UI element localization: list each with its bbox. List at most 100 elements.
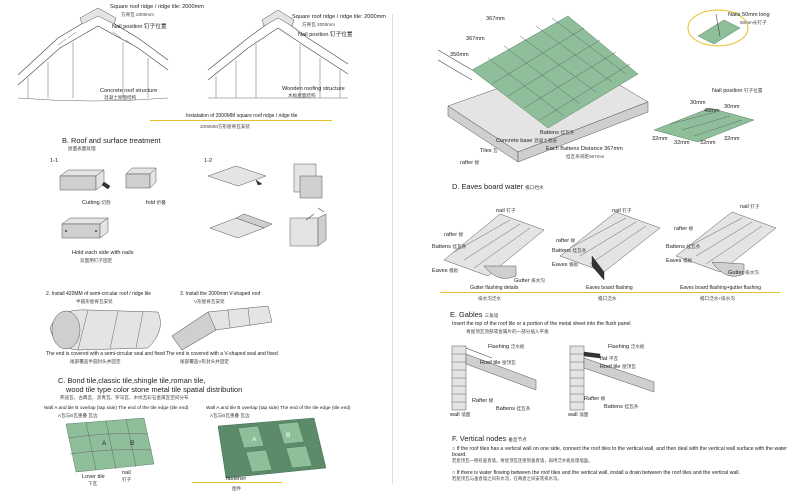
section-d-title: D. Eaves board water 檐口挡水	[452, 182, 544, 191]
end-3-label-zh: 尾部覆盖V形封头并固定	[180, 359, 230, 364]
end-2-label: The end is covered with a semi-circular …	[46, 351, 165, 357]
section-b-title: B. Roof and surface treatment	[62, 136, 161, 145]
gable-left-drawing	[451, 345, 537, 411]
ridge-left-nail: Nail position 钉子位置	[112, 24, 167, 30]
ridge-right-label: Square roof ridge / ridge tile: 2000mm	[292, 14, 386, 20]
ridge-wood-drawing	[207, 9, 349, 99]
e1-battens: Battens 挂瓦条	[496, 406, 531, 412]
dim-350: 350mm	[450, 52, 469, 58]
section-e-desc-zh: 将屋顶瓦顶部或金属片的一部分插入平板	[466, 329, 549, 334]
ridge-caption-zh: 2000MM方形屋脊瓦安装	[200, 124, 251, 129]
dim-367-b: 367mm	[466, 36, 485, 42]
install-2-label: 2. Install 420MM of semi-circular roof /…	[46, 291, 152, 297]
ridge-right-structure-zh: 木板屋面结构	[288, 93, 316, 98]
nail-position-label: Nail position 钉子位置	[712, 88, 763, 94]
v-ridge-drawing	[171, 305, 273, 351]
eaves-gutter-flashing-drawing	[675, 211, 777, 277]
fold-label: fold 折叠	[146, 200, 166, 206]
d-caption-3-zh: 檐口泛水+排水沟	[700, 296, 735, 301]
d1-battens: Battens 挂瓦条	[432, 244, 467, 250]
e2-wall: wall 墙面	[568, 412, 589, 418]
battens-distance-label: Each Battens Distance 367mm	[546, 146, 623, 152]
dim-45: 45mm	[704, 108, 720, 114]
battens-distance-label-zh: 挂瓦条间距367mm	[566, 154, 605, 159]
d-caption-3: Eaves board flashing+gutter flashing	[680, 285, 762, 291]
d1-eaves: Eaves 檐板	[432, 268, 459, 274]
battens-label: Battens 挂瓦条	[540, 130, 575, 136]
batten-detail-drawing	[653, 107, 755, 143]
dim-30-b: 30mm	[724, 104, 740, 110]
d-caption-1-zh: 排水沟泛水	[478, 296, 501, 301]
fastener-label: fastener	[226, 476, 247, 482]
center-divider	[392, 14, 393, 484]
section-c-title-1: C. Bond tile,classic tile,shingle tile,r…	[58, 376, 206, 385]
cutting-drawing	[59, 169, 111, 191]
hold-nails-drawing	[61, 217, 109, 239]
dim-367-a: 367mm	[486, 16, 505, 22]
ridge-concrete-drawing	[17, 7, 169, 102]
dim-30-a: 30mm	[690, 100, 706, 106]
e2-flat: flat 平瓦	[600, 356, 619, 362]
section-b-title-zh: 屋面表面处理	[68, 146, 96, 151]
d-caption-1: Gutter flashing details	[470, 285, 519, 291]
ridge-right-label-zh: 方脊瓦 2000mm	[302, 22, 335, 27]
lower-tile-label-zh: 下瓦	[88, 481, 98, 486]
roof-3d-drawing	[437, 15, 649, 163]
e2-rafter: Rafter 椽	[584, 396, 606, 402]
stone-tile-drawing	[217, 417, 327, 479]
gutter-flashing-drawing	[443, 213, 545, 279]
nail-label-c: nail	[122, 470, 131, 476]
e1-flashing: Flashing 泛水板	[488, 344, 525, 350]
wall-a-label-1: Wall A and tile B overlap (tap side) The…	[44, 406, 189, 411]
tile-a-label-2: A	[252, 436, 257, 443]
install-3-label: 3. Install the 2000mm V-shaped roof	[180, 291, 261, 297]
ridge-caption-rule	[150, 120, 332, 121]
e2-flashing: Flashing 泛水板	[608, 344, 645, 350]
fold-sequence-drawing	[207, 163, 327, 247]
e1-rooftile: Roof tile 屋顶瓦	[480, 360, 516, 366]
d2-nail: nail 钉子	[612, 208, 632, 214]
d1-rafter: rafter 椽	[444, 232, 464, 238]
install-3-label-zh: V形屋脊瓦安装	[194, 299, 225, 304]
d3-gutter: Gutter 排水沟	[728, 270, 759, 276]
semicircle-ridge-drawing	[49, 309, 161, 351]
dim-32-c: 32mm	[700, 140, 716, 146]
section-c-title-zh: 邦迪瓦、古典瓦、沥青瓦、罗马瓦、木纹瓦彩石金属瓦空间分布	[60, 395, 189, 400]
end-3-label: The end is covered with a V-shaped seal …	[166, 351, 278, 357]
eaves-flashing-drawing	[559, 211, 661, 281]
d3-eaves: Eaves 檐板	[666, 258, 693, 264]
wall-a-label-2-zh: A瓦与B瓦重叠 瓦边	[210, 413, 250, 418]
d1-nail: nail 钉子	[496, 208, 516, 214]
nails-50mm-label: Nails 50mm long	[728, 12, 770, 18]
f-item-1: ○ If the roof tiles has a vertical wall …	[452, 446, 788, 464]
section-d-rule	[440, 292, 780, 293]
fastener-label-zh: 图件	[232, 486, 242, 491]
tile-b-label-1: B	[130, 440, 135, 447]
install-2-label-zh: 半圆形屋脊瓦安装	[76, 299, 113, 304]
nail-detail-drawing	[687, 9, 749, 47]
ridge-right-nail: Nail position 钉子位置	[298, 32, 353, 38]
ridge-left-label-zh: 方脊瓦 2000mm	[121, 12, 154, 17]
d3-rafter: rafter 椽	[674, 226, 694, 232]
rafter-label: rafter 椽	[460, 160, 480, 166]
section-e-desc: Insert the top of the roof tile or a por…	[452, 321, 631, 327]
tile-b-label-2: B	[286, 432, 291, 439]
tiles-label: Tiles 瓦	[480, 148, 498, 154]
step-1-2: 1-2	[204, 158, 213, 164]
dim-32-d: 32mm	[724, 136, 740, 142]
fastener-rule	[192, 482, 282, 483]
nails-50mm-label-zh: 50mm长钉子	[740, 20, 767, 25]
concrete-base-label: Concrete base 混凝土基层	[496, 138, 557, 144]
e2-battens: Battens 挂瓦条	[604, 404, 639, 410]
d1-gutter: Gutter 排水沟	[514, 278, 545, 284]
f-item-2: ○ If there is water flowing between the …	[452, 470, 741, 482]
ridge-left-structure-zh: 混凝土屋面结构	[104, 95, 137, 100]
d-caption-2-zh: 檐口泛水	[598, 296, 617, 301]
e2-rooftile: Roof tile 屋顶瓦	[600, 364, 636, 370]
e1-rafter: Rafter 椽	[472, 398, 494, 404]
d-caption-2: Eaves board flashing	[586, 285, 633, 291]
dim-32-a: 32mm	[652, 136, 668, 142]
d3-nail: nail 钉子	[740, 204, 760, 210]
ridge-right-structure: Wooden roofing structure	[282, 86, 345, 92]
section-c-title-2: wood tile type color stone metal tile sp…	[66, 385, 243, 394]
